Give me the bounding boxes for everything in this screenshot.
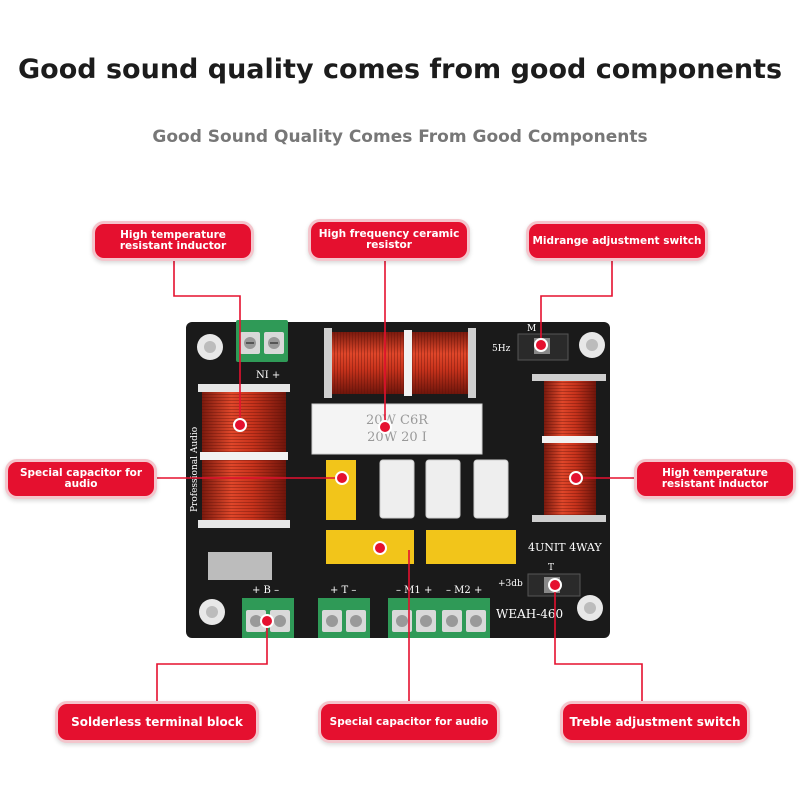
callout-treble-switch: Treble adjustment switch (560, 701, 750, 743)
svg-text:T: T (548, 563, 554, 573)
terminal-ni (236, 320, 288, 362)
svg-text:WEAH-460: WEAH-460 (496, 607, 563, 621)
callout-capacitor-bottom: Special capacitor for audio (318, 701, 500, 743)
callout-inductor-left: High temperature resistant inductor (92, 221, 254, 261)
callout-midrange-switch: Midrange adjustment switch (526, 221, 708, 261)
inductor-right (532, 374, 606, 522)
callout-inductor-right: High temperature resistant inductor (634, 459, 796, 499)
page-title: Good sound quality comes from good compo… (17, 54, 783, 85)
callout-capacitor-left: Special capacitor for audio (5, 459, 157, 499)
svg-text:20W 20 I: 20W 20 I (367, 430, 427, 445)
callout-terminal-block: Solderless terminal block (55, 701, 259, 743)
svg-text:– M1 +: – M1 + (396, 585, 432, 596)
svg-text:4UNIT 4WAY: 4UNIT 4WAY (528, 541, 602, 554)
svg-text:M: M (527, 324, 536, 334)
svg-text:+ B –: + B – (252, 585, 279, 596)
svg-text:+ T –: + T – (330, 585, 356, 596)
svg-text:5Hz: 5Hz (492, 344, 511, 354)
svg-text:Professional Audio: Professional Audio (190, 427, 200, 512)
inductor-top (324, 328, 476, 398)
ceramic-resistor: 20W C6R 20W 20 I (311, 403, 483, 455)
svg-text:20W C6R: 20W C6R (366, 413, 429, 428)
page-subtitle: Good Sound Quality Comes From Good Compo… (152, 127, 648, 147)
capacitors (326, 459, 516, 564)
inductor-left (198, 384, 290, 528)
grey-component (208, 552, 272, 580)
svg-text:NI +: NI + (256, 370, 280, 381)
terminals-bottom (242, 598, 490, 638)
callout-ceramic-resistor: High frequency ceramic resistor (308, 219, 470, 261)
svg-text:– M2 +: – M2 + (446, 585, 482, 596)
svg-text:+3db: +3db (498, 579, 523, 589)
